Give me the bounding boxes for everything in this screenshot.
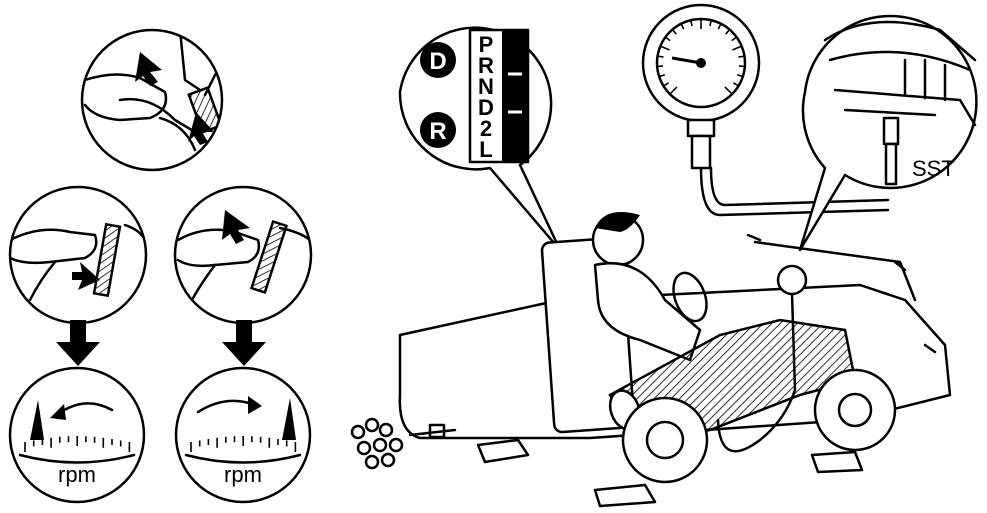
- front-wheel: [815, 370, 895, 450]
- tachometer-right-label: rpm: [224, 462, 262, 487]
- pressure-tick: [658, 56, 664, 57]
- gear-letter: L: [479, 137, 492, 162]
- tachometer-left-label: rpm: [58, 462, 96, 487]
- hose-gauge: [778, 266, 806, 294]
- sst-callout: SST: [800, 16, 976, 250]
- arrow-down-icon: [222, 320, 266, 366]
- pressure-tick: [739, 56, 745, 57]
- wheel-block: [812, 452, 862, 472]
- tachometer-left: rpm: [10, 368, 144, 502]
- wheel-block: [595, 485, 655, 506]
- rear-wheel: [623, 398, 707, 482]
- arrow-down-icon: [56, 320, 100, 366]
- sst-label: SST: [912, 156, 955, 181]
- exhaust-smoke-icon: [352, 419, 402, 468]
- reverse-badge-label: R: [429, 118, 446, 145]
- tachometer-right: rpm: [176, 368, 310, 502]
- pedal-top-callout: [82, 30, 228, 170]
- pedal-left-callout: [10, 187, 146, 323]
- wheel-block: [478, 440, 528, 462]
- vehicle-scene: [352, 212, 950, 506]
- pedal-right-callout: [175, 187, 311, 323]
- drive-badge-label: D: [429, 48, 446, 75]
